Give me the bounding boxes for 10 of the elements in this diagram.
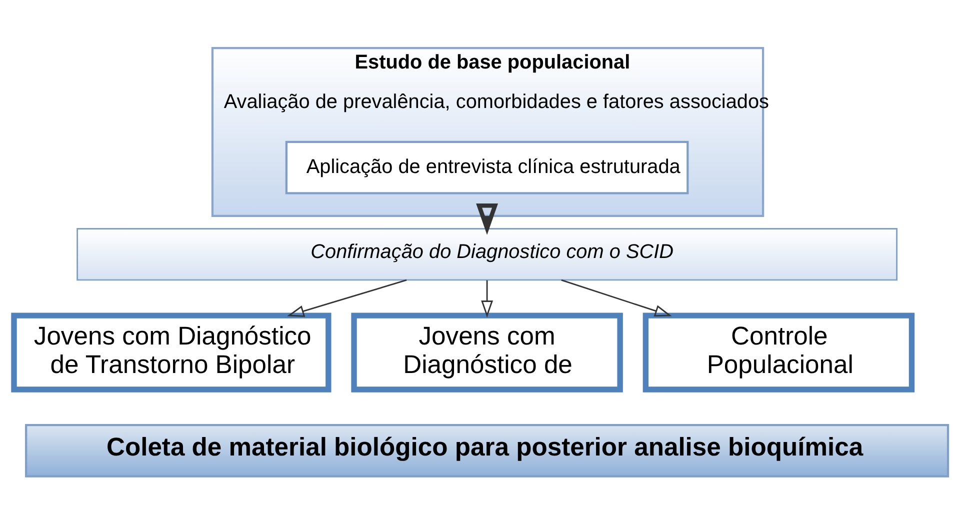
node-box: Jovens com Diagnóstico de Transtorno Bipolar: [11, 312, 332, 392]
node-box: Controle Populacional: [642, 312, 915, 392]
arrow: [481, 280, 494, 318]
node-box: Coleta de material biológico para posterior analise bioquímica: [25, 424, 950, 478]
arrow: [476, 204, 498, 235]
arrow: [287, 279, 407, 317]
node-box: Jovens com Diagnóstico de: [351, 312, 623, 392]
node-box: Aplicação de entrevista clínica estruturada: [285, 140, 689, 194]
arrow: [561, 279, 672, 317]
node-box: Confirmação do Diagnostico com o SCID: [76, 228, 898, 281]
